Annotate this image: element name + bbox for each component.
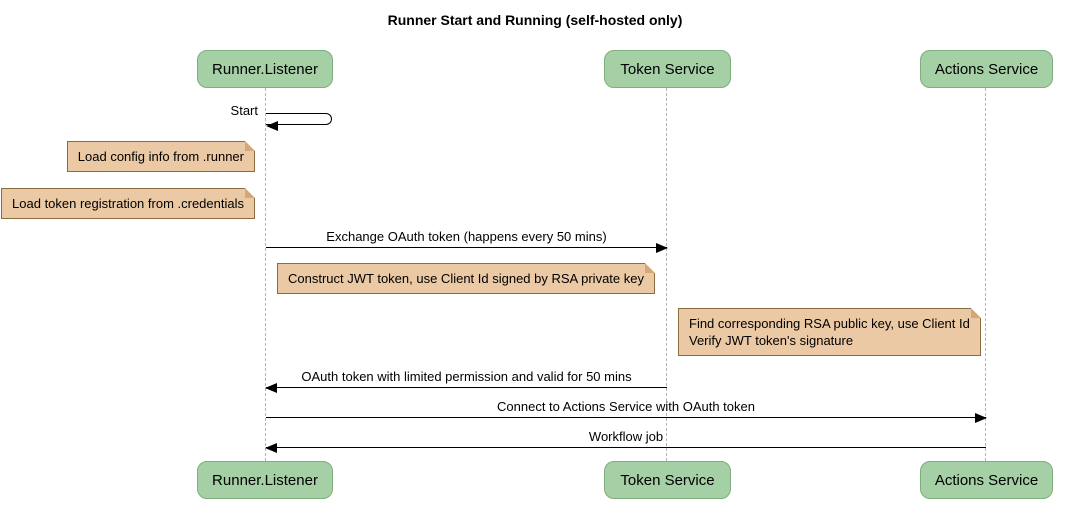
participant-label: Runner.Listener <box>212 471 318 489</box>
arrowhead-right-icon <box>656 242 668 253</box>
participant-label: Actions Service <box>934 60 1039 78</box>
note-load-config: Load config info from .runner <box>66 141 255 172</box>
message-label: Exchange OAuth token (happens every 50 m… <box>326 229 607 244</box>
participant-label: Actions Service <box>934 471 1039 489</box>
participant-actions-service-top: Actions Service <box>920 50 1053 88</box>
participant-token-service-bottom: Token Service <box>604 461 731 499</box>
message-connect-actions: Connect to Actions Service with OAuth to… <box>266 399 987 423</box>
participant-runner-listener-bottom: Runner.Listener <box>197 461 333 499</box>
message-arrow <box>265 382 667 393</box>
lifeline-token-service <box>666 88 667 461</box>
note-verify-jwt: Find corresponding RSA public key, use C… <box>678 308 981 356</box>
note-fold-icon <box>245 188 255 198</box>
note-construct-jwt: Construct JWT token, use Client Id signe… <box>277 263 655 294</box>
message-label: Connect to Actions Service with OAuth to… <box>497 399 755 414</box>
message-label: Workflow job <box>588 429 664 444</box>
participant-token-service-top: Token Service <box>604 50 731 88</box>
arrowhead-left-icon <box>266 121 278 131</box>
note-text: Load token registration from .credential… <box>12 196 244 211</box>
arrowhead-right-icon <box>975 412 987 423</box>
note-text-line: Verify JWT token's signature <box>689 333 854 348</box>
self-message-start-arrow <box>266 113 332 125</box>
message-exchange-oauth: Exchange OAuth token (happens every 50 m… <box>266 229 668 253</box>
note-fold-icon <box>245 141 255 151</box>
diagram-title: Runner Start and Running (self-hosted on… <box>387 12 683 28</box>
participant-label: Token Service <box>620 471 715 489</box>
participant-label: Token Service <box>620 60 715 78</box>
message-label: OAuth token with limited permission and … <box>301 369 632 384</box>
note-text: Construct JWT token, use Client Id signe… <box>288 271 644 286</box>
arrowhead-left-icon <box>265 382 277 393</box>
note-text: Load config info from .runner <box>77 149 244 164</box>
message-arrow <box>266 412 987 423</box>
message-arrow <box>266 242 668 253</box>
note-load-credentials: Load token registration from .credential… <box>1 188 255 219</box>
lifeline-runner-listener <box>265 88 266 461</box>
message-arrow <box>265 442 986 453</box>
message-workflow-job: Workflow job <box>265 429 986 453</box>
participant-actions-service-bottom: Actions Service <box>920 461 1053 499</box>
lifeline-actions-service <box>985 88 986 461</box>
participant-runner-listener-top: Runner.Listener <box>197 50 333 88</box>
self-message-start-label: Start <box>230 103 258 118</box>
message-oauth-return: OAuth token with limited permission and … <box>265 369 667 393</box>
arrowhead-left-icon <box>265 442 277 453</box>
note-fold-icon <box>970 308 981 318</box>
note-fold-icon <box>644 263 655 273</box>
note-text-line: Find corresponding RSA public key, use C… <box>689 316 970 331</box>
participant-label: Runner.Listener <box>212 60 318 78</box>
